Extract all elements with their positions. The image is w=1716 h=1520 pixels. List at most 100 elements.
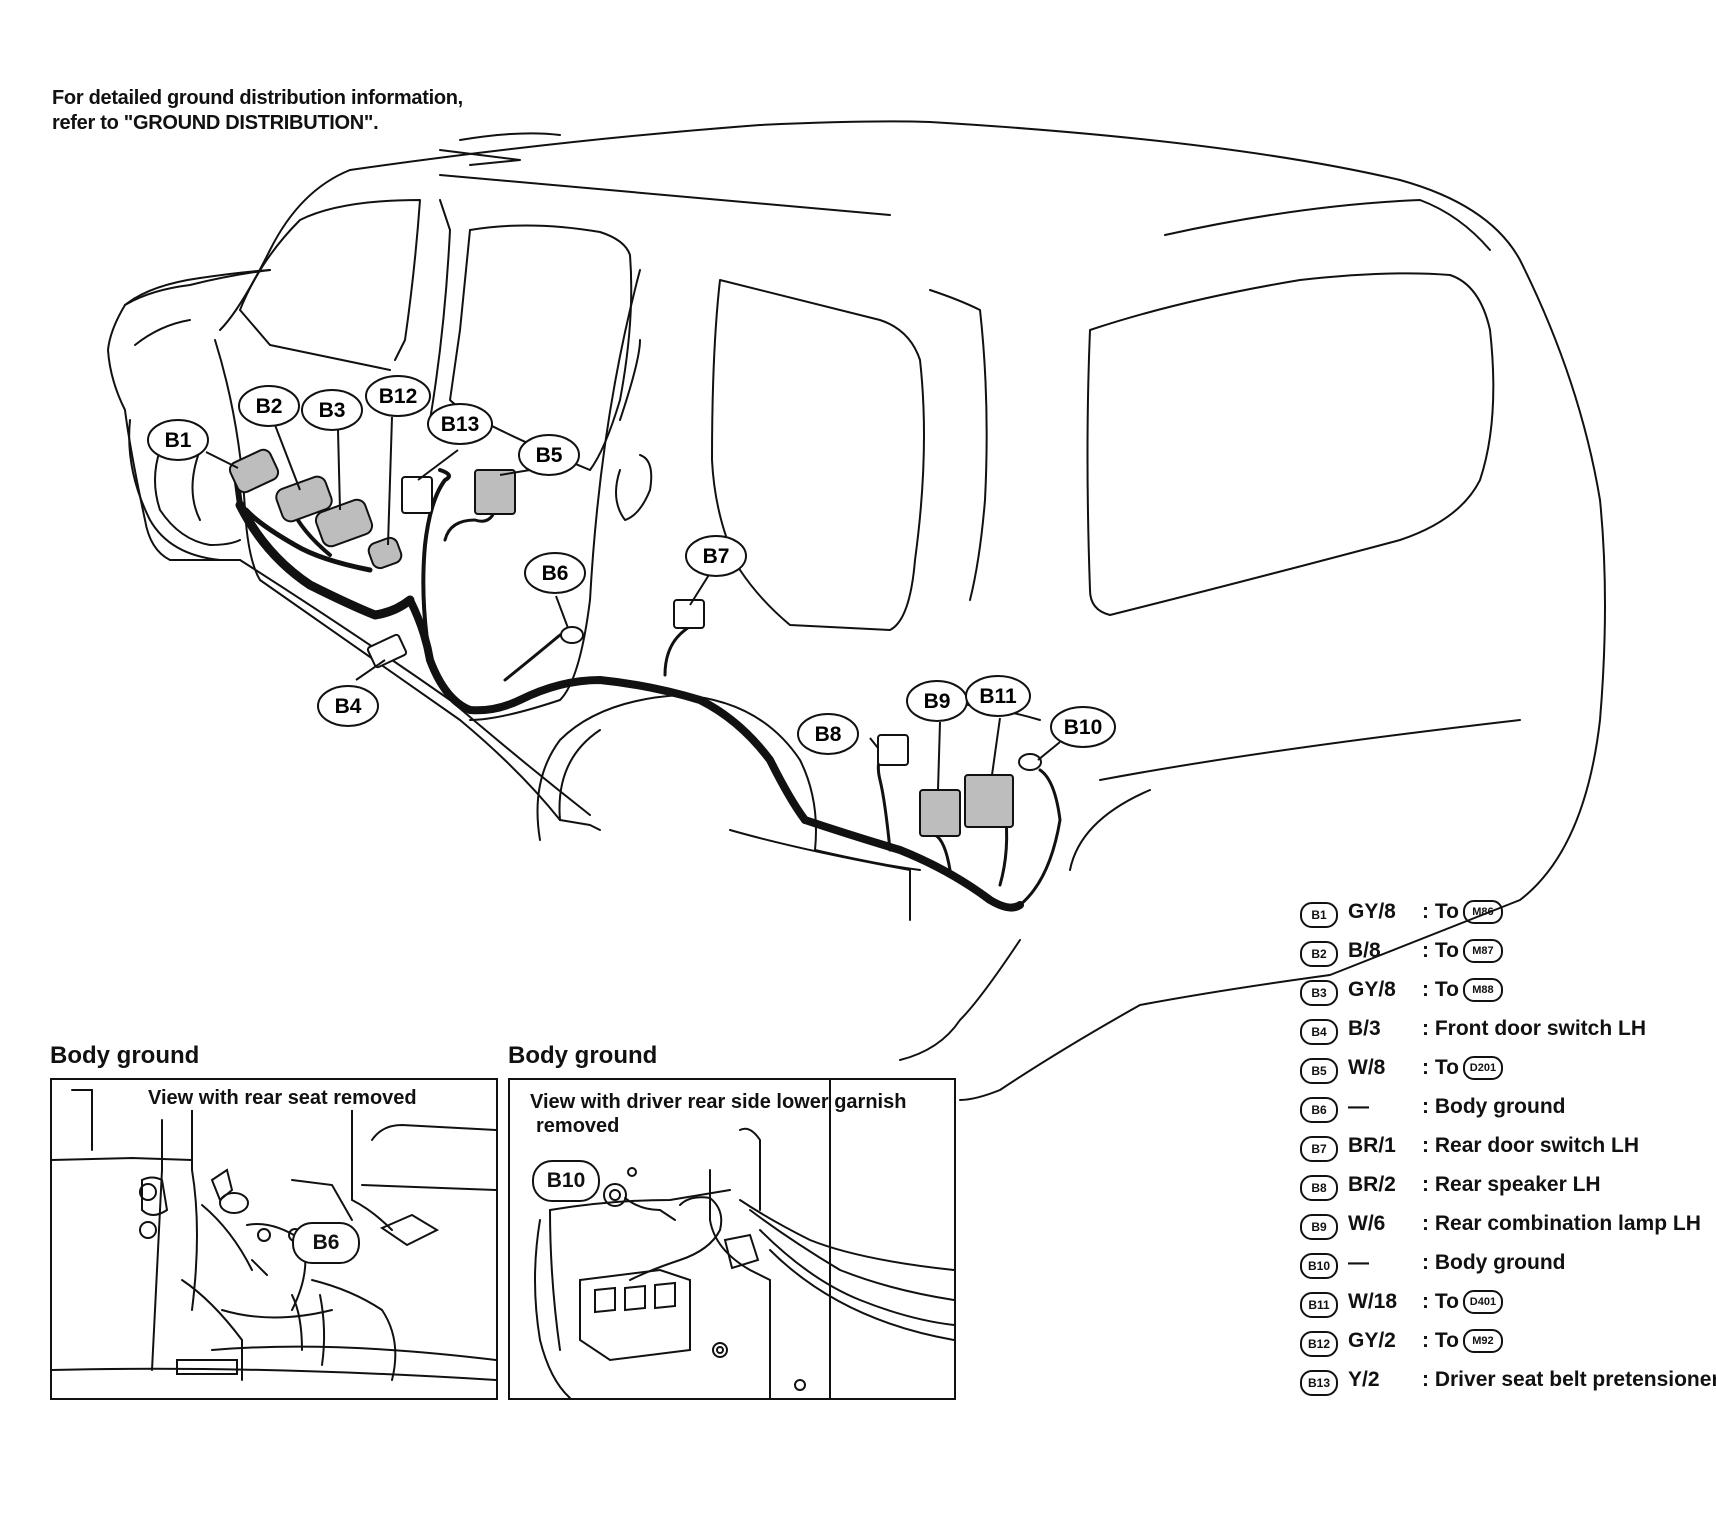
callouts: B1 B2 B3 B12 B13 B5 B6 B7 [147, 375, 1116, 755]
rear-seat-floor-drawing [52, 1089, 496, 1381]
inset-right-panel: View with driver rear side lower garnish… [508, 1078, 956, 1400]
legend-separator: : [1422, 1251, 1429, 1274]
callout-b12-label: B12 [379, 385, 418, 408]
legend-text: Front door switch LH [1434, 1017, 1646, 1040]
legend-connector-badge: B5 [1300, 1058, 1338, 1084]
legend-connector-badge: B10 [1300, 1253, 1338, 1279]
callout-b3-label: B3 [319, 399, 346, 422]
callout-b3: B3 [301, 389, 363, 431]
callout-b5-label: B5 [536, 444, 563, 467]
legend-connector-ref: D201 [1462, 1056, 1503, 1080]
connector-b4 [366, 633, 408, 669]
inset-left-panel: View with rear seat removed B6 [50, 1078, 498, 1400]
callout-b1: B1 [147, 419, 209, 461]
legend-connector-ref: M92 [1462, 1329, 1503, 1353]
legend-separator: : [1422, 978, 1429, 1001]
legend-separator: : [1422, 1134, 1429, 1157]
ground-distribution-note: For detailed ground distribution informa… [52, 86, 463, 136]
legend-connector-badge: B6 [1300, 1097, 1338, 1123]
legend-wire-code: B/3 [1348, 1017, 1381, 1040]
callout-b8-label: B8 [815, 723, 842, 746]
callout-b7: B7 [685, 535, 747, 577]
inset-right-callout-b10: B10 [532, 1160, 600, 1202]
legend-wire-code: Y/2 [1348, 1368, 1380, 1391]
connector-b12 [367, 536, 403, 570]
legend-wire-code: W/18 [1348, 1290, 1398, 1313]
legend-connector-badge: B9 [1300, 1214, 1338, 1240]
legend-connector-badge: B12 [1300, 1331, 1338, 1357]
callout-b10-label: B10 [1064, 716, 1103, 739]
note-line-2: refer to "GROUND DISTRIBUTION". [52, 112, 379, 134]
legend-connector-badge: B1 [1300, 902, 1338, 928]
legend-connector-badge: B13 [1300, 1370, 1338, 1396]
legend-connector-ref: M86 [1462, 900, 1503, 924]
callout-b8: B8 [797, 713, 859, 755]
legend-description: : Rear combination lamp LH [1422, 1212, 1701, 1236]
callout-b4-label: B4 [335, 695, 362, 718]
connectors [228, 448, 1014, 837]
legend-text: To [1434, 939, 1459, 962]
legend-description: : Driver seat belt pretensioner [1422, 1368, 1716, 1392]
connector-b5 [474, 469, 516, 515]
inset-right-caption: View with driver rear side lower garnish… [530, 1090, 906, 1138]
legend-separator: : [1422, 1017, 1429, 1040]
legend-separator: : [1422, 1290, 1429, 1313]
legend-description: : Body ground [1422, 1251, 1566, 1275]
connector-b13 [401, 476, 433, 514]
legend-text: Driver seat belt pretensioner [1434, 1368, 1716, 1391]
legend-text: To [1434, 1329, 1459, 1352]
callout-b13-label: B13 [441, 413, 480, 436]
legend-connector-badge: B11 [1300, 1292, 1338, 1318]
callout-b11: B11 [965, 675, 1031, 717]
inset-left-caption: View with rear seat removed [148, 1086, 417, 1110]
legend-separator: : [1422, 1173, 1429, 1196]
callout-b12: B12 [365, 375, 431, 417]
connector-b9 [919, 789, 961, 837]
legend-wire-code: GY/8 [1348, 900, 1396, 923]
legend-wire-code: — [1348, 1251, 1369, 1274]
legend-separator: : [1422, 1056, 1429, 1079]
legend-connector-badge: B3 [1300, 980, 1338, 1006]
legend-description: : Rear speaker LH [1422, 1173, 1601, 1197]
legend-separator: : [1422, 1368, 1429, 1391]
callout-b1-label: B1 [165, 429, 192, 452]
connector-b3 [314, 498, 374, 548]
callout-b2-label: B2 [256, 395, 283, 418]
callout-b7-label: B7 [703, 545, 730, 568]
legend-separator: : [1422, 900, 1429, 923]
legend-text: To [1434, 1290, 1459, 1313]
callout-b6-label: B6 [542, 562, 569, 585]
inset-right-caption-line-1: View with driver rear side lower garnish [530, 1091, 907, 1113]
inset-right-caption-line-2: removed [536, 1115, 620, 1137]
ground-terminal-b10 [1018, 753, 1042, 771]
legend-separator: : [1422, 1329, 1429, 1352]
legend-separator: : [1422, 1095, 1429, 1118]
legend-text: To [1434, 900, 1459, 923]
inset-left-title: Body ground [50, 1042, 200, 1069]
rear-garnish-drawing [534, 1080, 954, 1398]
inset-left-callout-b6: B6 [292, 1222, 360, 1264]
callout-b5: B5 [518, 434, 580, 476]
connector-b7 [673, 599, 705, 629]
callout-b9-label: B9 [924, 690, 951, 713]
legend-separator: : [1422, 1212, 1429, 1235]
legend-wire-code: BR/1 [1348, 1134, 1396, 1157]
ground-terminal-b6 [560, 626, 584, 644]
legend-text: Rear door switch LH [1434, 1134, 1640, 1157]
legend-wire-code: W/8 [1348, 1056, 1386, 1079]
callout-b9: B9 [906, 680, 968, 722]
legend-wire-code: GY/8 [1348, 978, 1396, 1001]
legend-text: Body ground [1434, 1251, 1566, 1274]
legend-wire-code: — [1348, 1095, 1369, 1118]
legend-text: Rear combination lamp LH [1434, 1212, 1701, 1235]
callout-b10: B10 [1050, 706, 1116, 748]
ground-terminals [560, 626, 1042, 771]
legend-description: : Rear door switch LH [1422, 1134, 1639, 1158]
